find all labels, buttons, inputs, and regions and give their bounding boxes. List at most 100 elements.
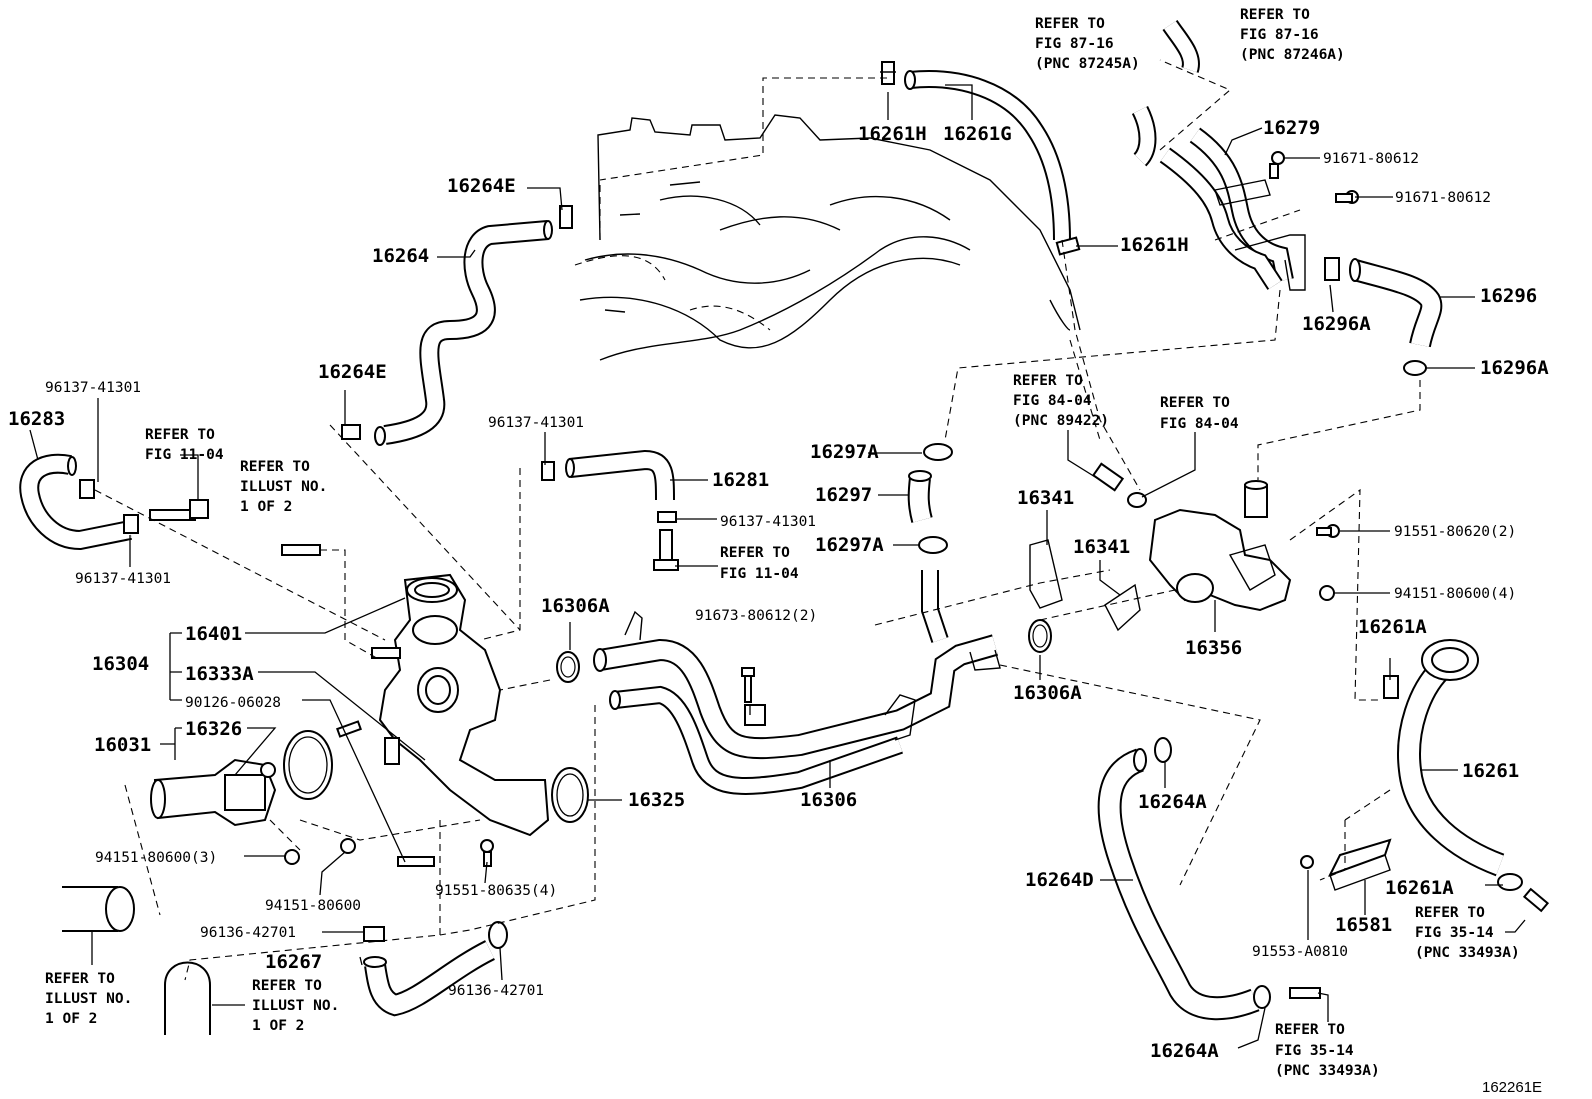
pipe-stub-fig35-b bbox=[1289, 987, 1321, 999]
label-16261A-upper: 16261A bbox=[1358, 616, 1427, 638]
hose-16264 bbox=[374, 220, 553, 446]
water-outlet-16356 bbox=[1148, 480, 1292, 612]
bolt-91671-b bbox=[1335, 190, 1359, 204]
pn-96137-b: 96137-41301 bbox=[75, 571, 171, 587]
clamp-16264E-lower bbox=[341, 424, 361, 440]
clamp-16264A-lower bbox=[1253, 985, 1271, 1009]
clamp-16264E-top bbox=[559, 205, 573, 229]
clamp-96136-a bbox=[363, 926, 385, 942]
label-16264: 16264 bbox=[372, 245, 429, 267]
label-16261: 16261 bbox=[1462, 760, 1519, 782]
hose-16281 bbox=[565, 449, 675, 501]
label-16401: 16401 bbox=[185, 623, 242, 645]
pn-94151-c: 94151-80600 bbox=[265, 898, 361, 914]
pipe-16279 bbox=[1131, 19, 1306, 291]
clamp-16261H-lower bbox=[1055, 236, 1081, 256]
label-16031: 16031 bbox=[94, 734, 151, 756]
label-16296A-upper: 16296A bbox=[1302, 313, 1371, 335]
pn-91671-b: 91671-80612 bbox=[1395, 190, 1491, 206]
clamp-16296A-lower bbox=[1403, 360, 1427, 376]
label-16267: 16267 bbox=[265, 951, 322, 973]
bolt-91551-b bbox=[480, 839, 494, 867]
callout-labels: 16261H 16261G 16264E 16264 16261H 16279 … bbox=[8, 117, 1549, 1062]
pn-91551-b: 91551-80635(4) bbox=[435, 883, 557, 899]
clamp-16261A-upper bbox=[1383, 675, 1399, 699]
hose-16261 bbox=[1397, 639, 1505, 877]
clamp-96137-d bbox=[657, 511, 677, 523]
pipe-stub-fig35-a bbox=[1522, 887, 1550, 913]
pn-94151-a: 94151-80600(4) bbox=[1394, 586, 1516, 602]
hose-16296 bbox=[1349, 258, 1443, 348]
clamp-96136-b bbox=[488, 921, 508, 949]
label-16283: 16283 bbox=[8, 408, 65, 430]
label-16297: 16297 bbox=[815, 484, 872, 506]
label-16297A-upper: 16297A bbox=[810, 441, 879, 463]
label-16264A-upper: 16264A bbox=[1138, 791, 1207, 813]
label-16341-b: 16341 bbox=[1073, 536, 1130, 558]
water-pipe-16306 bbox=[593, 570, 1001, 795]
label-16306A-right: 16306A bbox=[1013, 682, 1082, 704]
label-16304: 16304 bbox=[92, 653, 149, 675]
label-16296A-lower: 16296A bbox=[1480, 357, 1549, 379]
nut-94151-c bbox=[340, 838, 356, 854]
thermostat-housing-16031 bbox=[150, 758, 277, 827]
label-16296: 16296 bbox=[1480, 285, 1537, 307]
clamp-96137-a bbox=[79, 479, 95, 499]
clamp-16261H-top bbox=[880, 61, 896, 85]
gasket-16306A-left bbox=[556, 651, 580, 683]
pn-96137-c: 96137-41301 bbox=[488, 415, 584, 431]
pn-91671-a: 91671-80612 bbox=[1323, 151, 1419, 167]
label-16264E-lower: 16264E bbox=[318, 361, 387, 383]
label-16279: 16279 bbox=[1263, 117, 1320, 139]
pn-94151-b: 94151-80600(3) bbox=[95, 850, 217, 866]
label-16261A-lower: 16261A bbox=[1385, 877, 1454, 899]
bolt-91673 bbox=[741, 667, 755, 703]
label-16261H-top: 16261H bbox=[858, 123, 927, 145]
label-16264A-lower: 16264A bbox=[1150, 1040, 1219, 1062]
part-number-labels: 91671-80612 91671-80612 96137-41301 9613… bbox=[45, 151, 1516, 999]
label-16261H-lower: 16261H bbox=[1120, 234, 1189, 256]
sensor-fig84-b bbox=[1127, 492, 1147, 508]
pipe-illust-left bbox=[60, 886, 211, 1035]
label-16264E-top: 16264E bbox=[447, 175, 516, 197]
bracket-16581 bbox=[1327, 838, 1392, 891]
figure-id: 162261E bbox=[1482, 1079, 1542, 1096]
fitting-fig11-center bbox=[653, 529, 679, 571]
pn-96137-d: 96137-41301 bbox=[720, 514, 816, 530]
gasket-16341-a bbox=[1029, 539, 1063, 609]
pn-90126: 90126-06028 bbox=[185, 695, 281, 711]
bolt-91671-a bbox=[1269, 151, 1285, 179]
pn-96136-b: 96136-42701 bbox=[448, 983, 544, 999]
gasket-16326 bbox=[283, 730, 333, 800]
label-16581: 16581 bbox=[1335, 914, 1392, 936]
label-16341-a: 16341 bbox=[1017, 487, 1074, 509]
label-16264D: 16264D bbox=[1025, 869, 1094, 891]
hose-16261G bbox=[904, 70, 1071, 241]
label-16281: 16281 bbox=[712, 469, 769, 491]
hose-16264D bbox=[1097, 748, 1260, 1021]
hose-16297 bbox=[907, 470, 933, 523]
clamp-16261A-lower bbox=[1497, 873, 1523, 891]
label-16333A: 16333A bbox=[185, 663, 254, 685]
pn-91673: 91673-80612(2) bbox=[695, 608, 817, 624]
pipe-stub-left bbox=[281, 544, 321, 556]
clamp-16264A-upper bbox=[1154, 737, 1172, 763]
label-16297A-lower: 16297A bbox=[815, 534, 884, 556]
clamp-96137-b bbox=[123, 514, 139, 534]
intake-manifold-outline bbox=[574, 114, 1081, 361]
label-16326: 16326 bbox=[185, 718, 242, 740]
clamp-16296A-upper bbox=[1324, 257, 1340, 281]
hose-16267 bbox=[363, 940, 496, 1017]
label-16356: 16356 bbox=[1185, 637, 1242, 659]
